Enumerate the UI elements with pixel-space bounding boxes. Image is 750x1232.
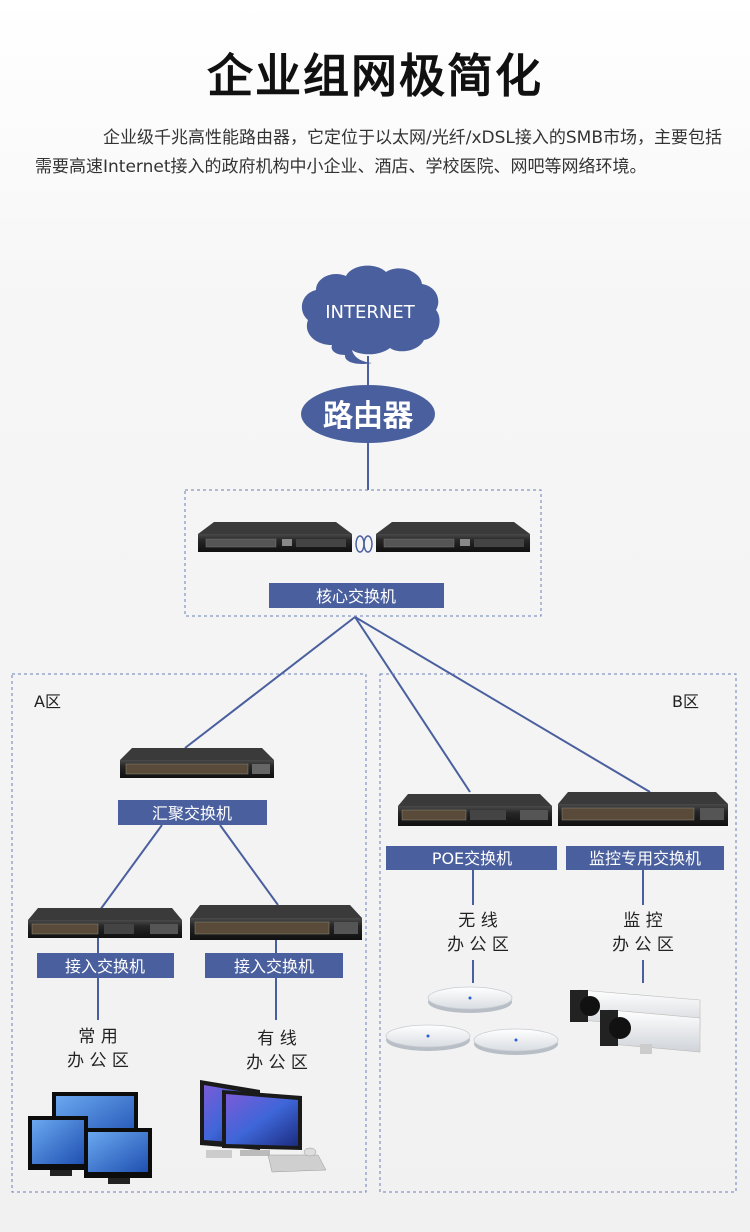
camera-icon xyxy=(570,989,701,1054)
zone-a-label: A区 xyxy=(34,692,61,711)
monitor-switch-icon xyxy=(558,792,728,826)
connection-lines xyxy=(97,356,651,1020)
access-point-icon xyxy=(385,986,559,1055)
core-switch-left xyxy=(198,522,352,552)
access-switch-2-label-bg xyxy=(205,953,343,978)
zone-b-box xyxy=(379,673,737,1193)
core-switch-right xyxy=(376,522,530,552)
core-switch-label-bg xyxy=(269,583,444,608)
poe-switch-icon xyxy=(398,794,552,826)
office-common-label-2: 办 公 区 xyxy=(67,1051,129,1071)
intro-paragraph: 企业级千兆高性能路由器，它定位于以太网/光纤/xDSL接入的SMB市场，主要包括… xyxy=(35,128,722,177)
aggregation-switch-icon xyxy=(120,748,274,778)
access-switch-2-icon xyxy=(190,905,362,940)
office-wireless-label-1: 无 线 xyxy=(458,911,497,931)
access-switch-2-label: 接入交换机 xyxy=(234,957,314,976)
poe-switch-label: POE交换机 xyxy=(432,849,512,868)
office-wireless-label-2: 办 公 区 xyxy=(447,935,509,955)
aggregation-switch-label-bg xyxy=(118,800,267,825)
office-wired-label-1: 有 线 xyxy=(257,1029,296,1049)
access-switch-1-label: 接入交换机 xyxy=(65,957,145,976)
monitor-switch-label-bg xyxy=(566,846,724,870)
access-switch-1-label-bg xyxy=(37,953,174,978)
cloud-icon: INTERNET xyxy=(301,265,440,365)
router-label: 路由器 xyxy=(323,399,414,434)
office-wired-label-2: 办 公 区 xyxy=(246,1053,308,1073)
zone-a-box xyxy=(11,673,367,1193)
internet-label: INTERNET xyxy=(325,302,415,323)
office-monitor-label-2: 办 公 区 xyxy=(612,935,674,955)
zone-b-label: B区 xyxy=(672,692,699,711)
office-monitor-label-1: 监 控 xyxy=(623,911,662,931)
desktop-computer-icon xyxy=(200,1080,327,1173)
access-switch-1-icon xyxy=(28,908,182,938)
office-common-label-1: 常 用 xyxy=(78,1027,117,1047)
core-switch-label: 核心交换机 xyxy=(316,587,396,606)
page-title: 企业组网极简化 xyxy=(207,49,543,103)
monitor-icon xyxy=(28,1092,152,1184)
poe-switch-label-bg xyxy=(386,846,557,870)
core-switch-box xyxy=(184,489,542,617)
monitor-switch-label: 监控专用交换机 xyxy=(589,849,701,868)
aggregation-switch-label: 汇聚交换机 xyxy=(152,804,232,823)
router-icon: 路由器 xyxy=(301,385,435,443)
stack-link-icon xyxy=(355,535,373,553)
